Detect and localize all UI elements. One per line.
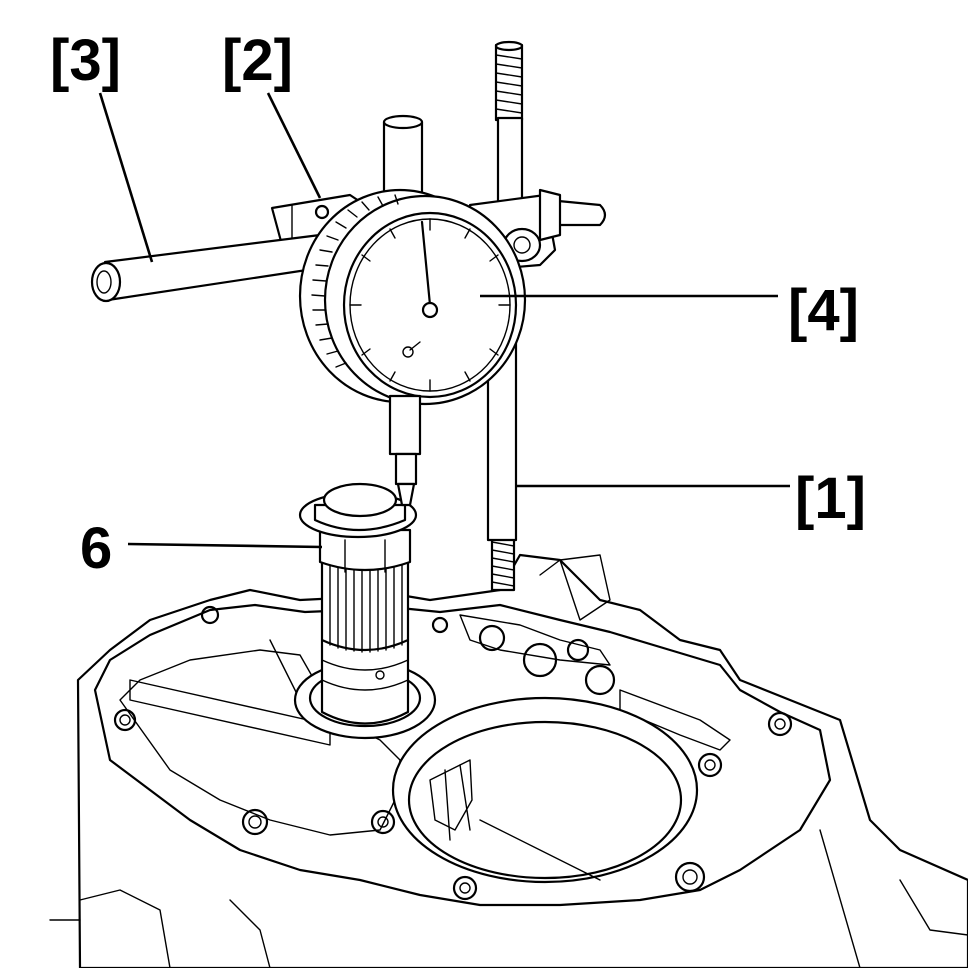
leader-lines: [98, 92, 790, 549]
indicator-arm: [90, 233, 322, 303]
bezel-knurl: [311, 194, 399, 368]
callout-4: [4]: [788, 278, 859, 343]
callout-6: 6: [80, 516, 112, 581]
dial-indicator: [298, 188, 527, 507]
callout-3: [3]: [50, 28, 121, 93]
output-shaft: [293, 482, 437, 740]
dial-graduations: [349, 218, 511, 392]
callout-2: [2]: [222, 28, 293, 93]
transmission-case: [49, 553, 968, 968]
bolt-holes: [113, 605, 793, 901]
callout-1: [1]: [795, 466, 866, 531]
